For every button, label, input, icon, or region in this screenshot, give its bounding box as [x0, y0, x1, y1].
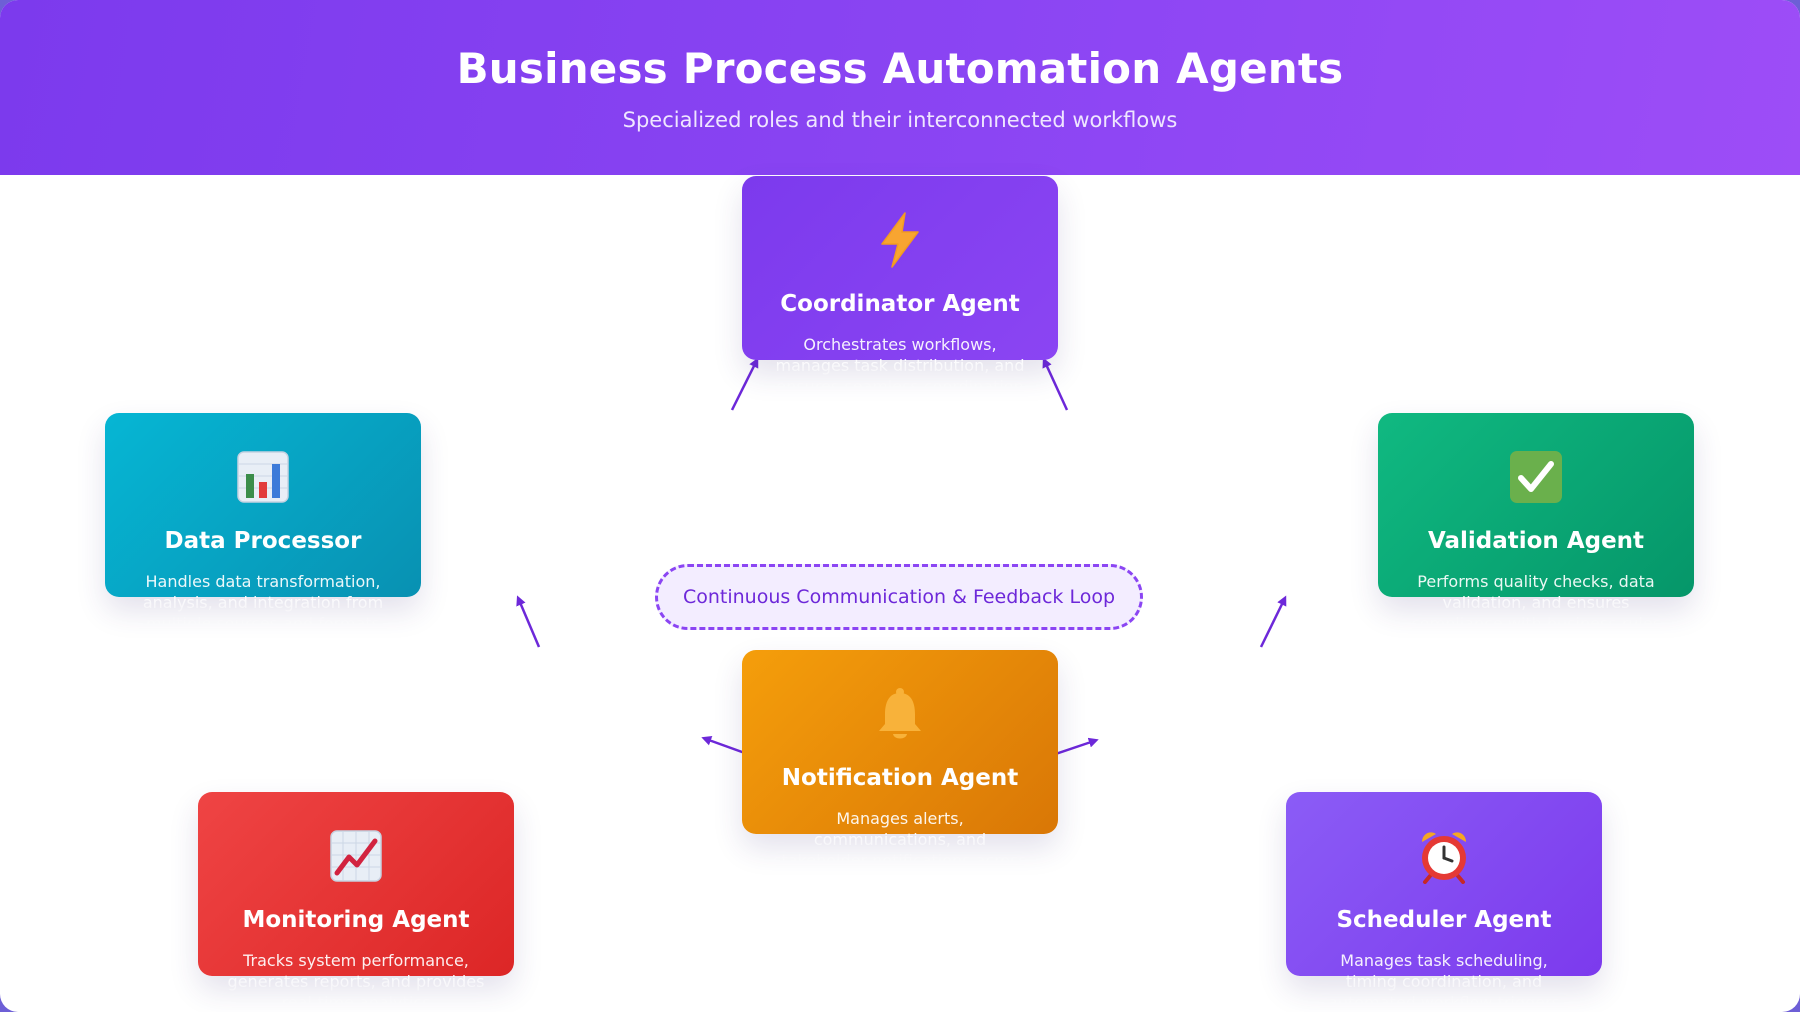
- bell-icon: [742, 684, 1058, 744]
- notification-agent-title: Notification Agent: [781, 765, 1019, 791]
- validation-agent-card[interactable]: Validation Agent Performs quality checks…: [1378, 413, 1694, 633]
- scheduler-agent-description: Manages task scheduling, timing coordina…: [1328, 951, 1560, 1012]
- data-processor-title: Data Processor: [164, 528, 362, 554]
- monitoring-agent-title: Monitoring Agent: [242, 907, 470, 933]
- data-processor-card[interactable]: Data Processor Handles data transformati…: [105, 413, 421, 633]
- notification-agent-description: Manages alerts, communications, and stak…: [773, 809, 1027, 870]
- arrow-validation-to-coordinator: [1042, 357, 1069, 411]
- trend-chart-icon: [198, 826, 514, 886]
- alarm-clock-icon: [1286, 826, 1602, 886]
- notification-agent-card[interactable]: Notification Agent Manages alerts, commu…: [742, 650, 1058, 870]
- data-processor-description: Handles data transformation, analysis, a…: [142, 572, 384, 633]
- feedback-loop-label: Continuous Communication & Feedback Loop: [655, 564, 1143, 630]
- coordinator-agent-description: Orchestrates workflows, manages task dis…: [775, 335, 1025, 396]
- lightning-icon: [742, 210, 1058, 270]
- coordinator-agent-title: Coordinator Agent: [780, 291, 1020, 317]
- scheduler-agent-card[interactable]: Scheduler Agent Manages task scheduling,…: [1286, 792, 1602, 1012]
- header-banner: Business Process Automation Agents Speci…: [0, 0, 1800, 175]
- arrow-data-to-coordinator: [730, 357, 759, 411]
- arrow-scheduler-to-validation: [1259, 595, 1287, 648]
- scheduler-agent-title: Scheduler Agent: [1336, 907, 1552, 933]
- page-subtitle: Specialized roles and their interconnect…: [622, 108, 1178, 132]
- monitoring-agent-description: Tracks system performance, generates rep…: [227, 951, 485, 1012]
- validation-agent-title: Validation Agent: [1427, 528, 1645, 554]
- coordinator-agent-card[interactable]: Coordinator Agent Orchestrates workflows…: [742, 176, 1058, 396]
- bar-chart-icon: [105, 447, 421, 507]
- check-box-icon: [1378, 447, 1694, 507]
- page-title: Business Process Automation Agents: [456, 44, 1344, 93]
- monitoring-agent-card[interactable]: Monitoring Agent Tracks system performan…: [198, 792, 514, 1012]
- validation-agent-description: Performs quality checks, data validation…: [1410, 572, 1662, 633]
- arrow-monitoring-to-data: [516, 595, 541, 648]
